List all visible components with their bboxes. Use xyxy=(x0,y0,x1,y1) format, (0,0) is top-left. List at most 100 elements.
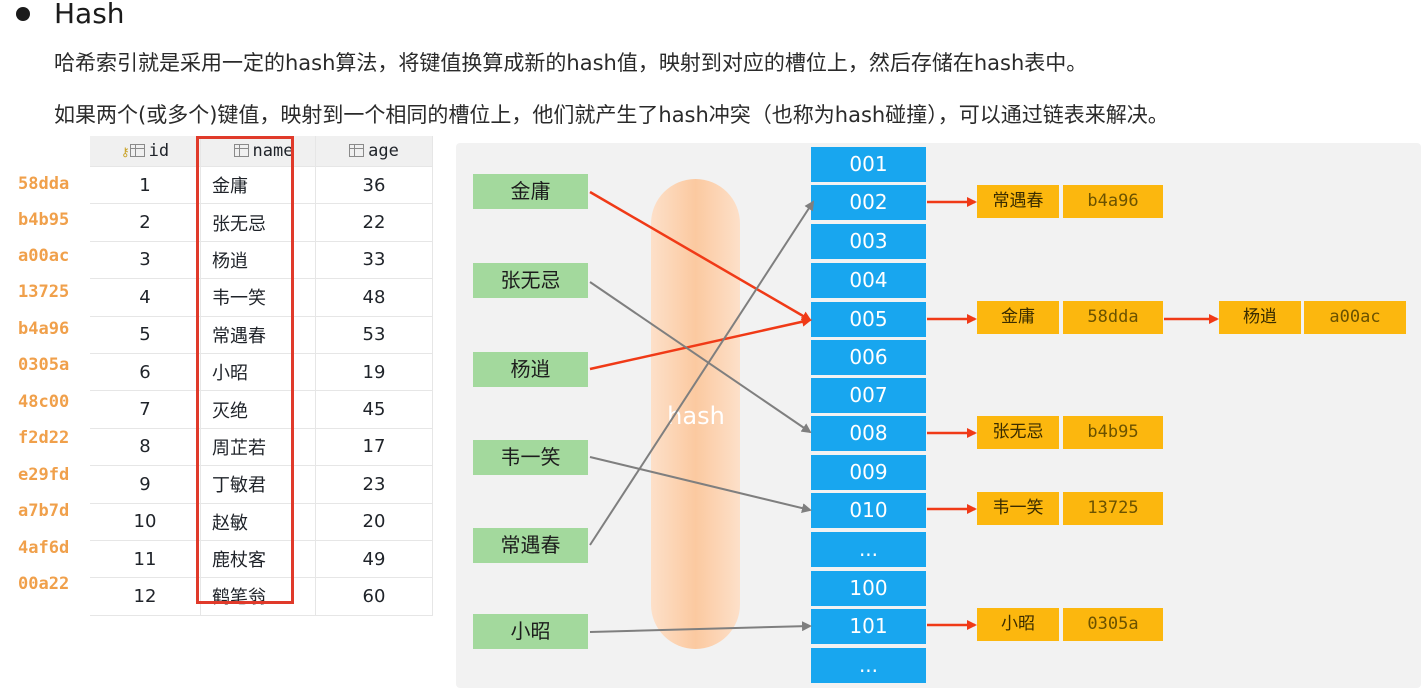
hash-slot: 007 xyxy=(811,378,926,413)
cell-name: 周芷若 xyxy=(200,428,316,467)
cell-id: 10 xyxy=(90,503,201,541)
key-node: 小昭 xyxy=(473,614,588,649)
row-hash: 13725 xyxy=(18,282,70,302)
row-hash: 0305a xyxy=(18,355,70,375)
cell-name: 杨逍 xyxy=(200,241,316,280)
cell-name: 丁敏君 xyxy=(200,465,316,504)
cell-id: 6 xyxy=(90,353,201,392)
cell-id: 7 xyxy=(90,390,201,429)
row-hash: f2d22 xyxy=(18,428,70,448)
hash-slot: ... xyxy=(811,532,926,567)
section-heading: Hash xyxy=(54,0,125,30)
column-label: id xyxy=(148,141,170,161)
entry-hash: 0305a xyxy=(1063,608,1163,641)
cell-age: 19 xyxy=(315,353,433,392)
cell-name: 小昭 xyxy=(200,353,316,392)
row-hash: 58dda xyxy=(18,174,70,194)
row-hash: a7b7d xyxy=(18,501,70,521)
row-hash: 48c00 xyxy=(18,392,70,412)
row-hash: 4af6d xyxy=(18,538,70,558)
column-icon xyxy=(349,144,365,157)
cell-age: 33 xyxy=(315,241,433,280)
cell-age: 60 xyxy=(315,577,433,616)
hash-slot: 010 xyxy=(811,493,926,528)
key-node: 常遇春 xyxy=(473,528,588,563)
cell-id: 11 xyxy=(90,540,201,579)
cell-name: 常遇春 xyxy=(200,316,316,354)
paragraph-1: 哈希索引就是采用一定的hash算法，将键值换算成新的hash值，映射到对应的槽位… xyxy=(54,51,1088,75)
row-hash: a00ac xyxy=(18,246,70,266)
entry-name: 张无忌 xyxy=(977,416,1059,449)
entry-name: 韦一笑 xyxy=(977,492,1059,525)
cell-age: 20 xyxy=(315,503,433,541)
cell-age: 22 xyxy=(315,203,433,242)
hash-diagram-panel xyxy=(456,143,1421,688)
hash-slot: 001 xyxy=(811,147,926,182)
row-hash: 00a22 xyxy=(18,574,70,594)
arrow-jinyong-to-005 xyxy=(589,190,812,322)
bullet-dot xyxy=(16,7,30,21)
hash-function-band xyxy=(651,179,740,649)
cell-id: 9 xyxy=(90,465,201,504)
column-header-age[interactable]: age xyxy=(315,136,433,167)
cell-id: 5 xyxy=(90,316,201,354)
cell-name: 金庸 xyxy=(200,166,316,205)
arrow-changyuchun-to-002 xyxy=(589,200,815,546)
cell-name: 鹤笔翁 xyxy=(200,577,316,616)
cell-id: 12 xyxy=(90,577,201,616)
cell-id: 3 xyxy=(90,241,201,280)
cell-age: 49 xyxy=(315,540,433,579)
arrow-weiyixiao-to-010 xyxy=(589,456,812,513)
column-icon xyxy=(233,144,249,157)
entry-name: 常遇春 xyxy=(977,185,1059,218)
hash-slot: 009 xyxy=(811,455,926,490)
name-column-highlight xyxy=(196,136,294,604)
hash-function-label: hash xyxy=(667,402,725,430)
cell-id: 1 xyxy=(90,166,201,205)
hash-slot: 006 xyxy=(811,340,926,375)
cell-age: 48 xyxy=(315,278,433,317)
cell-name: 灭绝 xyxy=(200,390,316,429)
hash-slot: 003 xyxy=(811,224,926,259)
hash-slot: ... xyxy=(811,648,926,683)
cell-age: 23 xyxy=(315,465,433,504)
cell-name: 鹿杖客 xyxy=(200,540,316,579)
cell-id: 8 xyxy=(90,428,201,467)
key-node: 金庸 xyxy=(473,174,588,209)
row-hash: b4b95 xyxy=(18,210,70,230)
row-hash: e29fd xyxy=(18,465,70,485)
paragraph-2: 如果两个(或多个)键值，映射到一个相同的槽位上，他们就产生了hash冲突（也称为… xyxy=(54,103,1169,127)
arrow-zhangwuji-to-008 xyxy=(589,281,812,434)
cell-age: 17 xyxy=(315,428,433,467)
entry-hash: 13725 xyxy=(1063,492,1163,525)
entry-name: 小昭 xyxy=(977,608,1059,641)
cell-age: 45 xyxy=(315,390,433,429)
hash-slot: 101 xyxy=(811,609,926,644)
hash-slot: 004 xyxy=(811,263,926,298)
column-header-id[interactable]: ⚷id xyxy=(90,136,201,167)
hash-slot: 008 xyxy=(811,416,926,451)
table-header-row: ⚷id name age xyxy=(90,136,433,167)
cell-name: 韦一笑 xyxy=(200,278,316,317)
column-header-name[interactable]: name xyxy=(200,136,316,167)
key-node: 张无忌 xyxy=(473,263,588,298)
entry-hash: 58dda xyxy=(1063,301,1163,334)
arrow-yangxiao-to-005 xyxy=(589,316,812,371)
arrow-xiaozhao-to-101 xyxy=(589,621,812,633)
entry-name: 杨逍 xyxy=(1219,301,1301,334)
entry-hash: b4b95 xyxy=(1063,416,1163,449)
